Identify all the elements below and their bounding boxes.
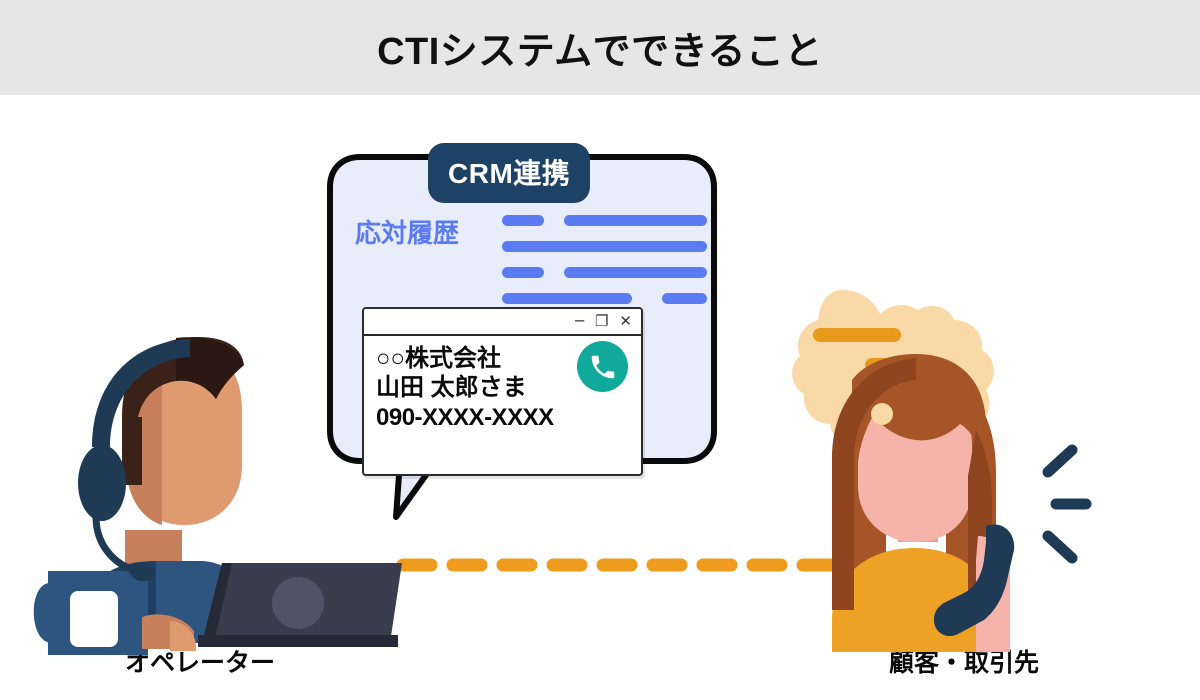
- phone-handset-icon: [934, 524, 1015, 637]
- operator-illustration: [33, 337, 402, 655]
- ring-lines-icon: [1042, 444, 1092, 564]
- placeholder-line: [502, 293, 632, 304]
- placeholder-line: [502, 267, 544, 278]
- scene: オペレーター: [0, 95, 1200, 700]
- connection-dashed-line: [396, 558, 844, 572]
- company-name: ○○株式会社: [376, 345, 501, 372]
- window-titlebar: ─ ❐ ✕: [364, 309, 641, 336]
- placeholder-line: [662, 293, 707, 304]
- window-body: ○○株式会社 山田 太郎さま 090-XXXX-XXXX: [364, 336, 641, 432]
- header-band: [0, 0, 1200, 95]
- page-title: CTIシステムでできること: [377, 31, 823, 73]
- phone-icon[interactable]: [577, 341, 628, 392]
- placeholder-line: [564, 215, 707, 226]
- customer-illustration: [792, 290, 1092, 652]
- minimize-icon[interactable]: ─: [574, 312, 584, 330]
- history-label: 応対履歴: [355, 218, 460, 248]
- phone-handset-glyph: [591, 355, 614, 378]
- close-icon[interactable]: ✕: [619, 312, 632, 330]
- maximize-icon[interactable]: ❐: [594, 312, 609, 330]
- placeholder-line: [502, 241, 707, 252]
- crm-badge: CRM連携: [428, 143, 591, 203]
- placeholder-line: [564, 267, 707, 278]
- crm-speech-bubble: CRM連携 応対履歴 ─ ❐ ✕ ○○株式会社: [322, 135, 722, 525]
- operator-caption: オペレーター: [125, 649, 276, 677]
- customer-info-window[interactable]: ─ ❐ ✕ ○○株式会社 山田 太郎さま 090-XXXX-XXXX: [362, 307, 643, 476]
- person-name: 山田 太郎さま: [376, 374, 527, 402]
- placeholder-line: [502, 215, 544, 226]
- phone-number: 090-XXXX-XXXX: [376, 403, 554, 431]
- customer-caption: 顧客・取引先: [889, 649, 1040, 677]
